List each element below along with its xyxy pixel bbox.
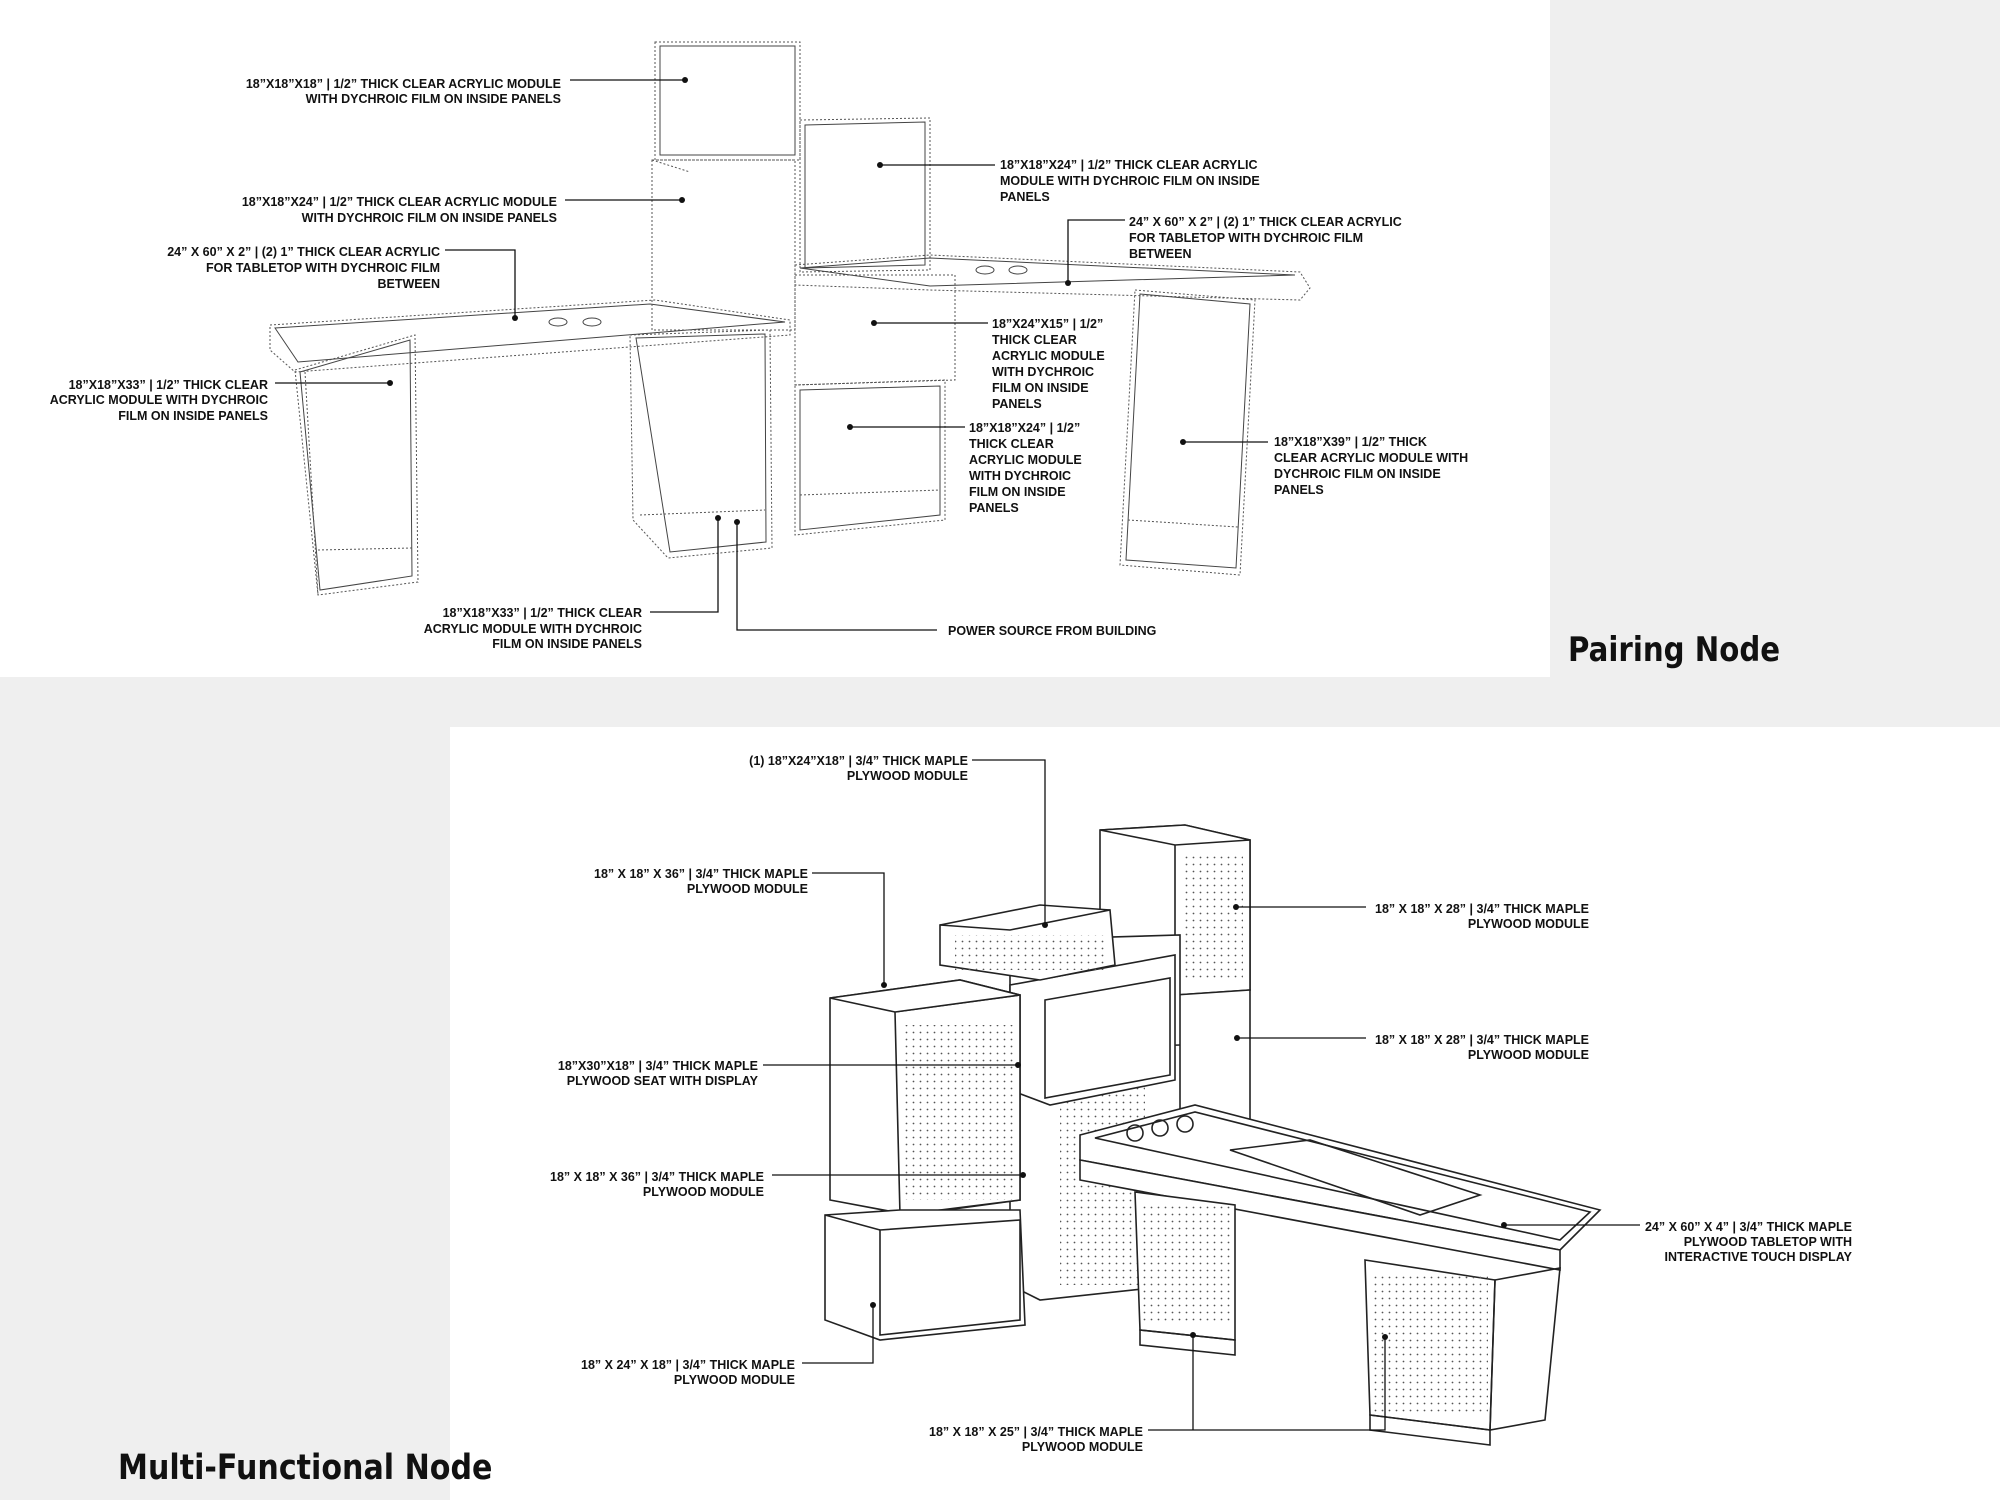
- label-p2: 18”X18”X24” | 1/2” THICK CLEAR ACRYLIC M…: [242, 195, 557, 225]
- label-p8: 24” X 60” X 2” | (2) 1” THICK CLEAR ACRY…: [1129, 215, 1402, 261]
- acrylic-module-left-leg: [294, 334, 419, 596]
- acrylic-module-center-tall: [629, 41, 801, 559]
- acrylic-tabletop-left: [269, 299, 791, 373]
- multi-functional-node-title: Multi-Functional Node: [118, 1448, 493, 1488]
- pairing-node-panel: [0, 0, 1550, 677]
- acrylic-tabletop-right: [794, 254, 1311, 301]
- pairing-node-title: Pairing Node: [1568, 630, 1781, 670]
- label-p1: 18”X18”X18” | 1/2” THICK CLEAR ACRYLIC M…: [246, 77, 561, 106]
- pairing-node-drawing: [269, 41, 1311, 596]
- plywood-module-floating-box: [939, 904, 1116, 981]
- acrylic-module-center-stack: [794, 117, 956, 536]
- multi-functional-node-drawing: [824, 824, 1602, 1446]
- plywood-table-front: [1079, 1104, 1602, 1446]
- plywood-seat-with-display: [1009, 954, 1176, 1106]
- plywood-module-left-bottom: [824, 1209, 1026, 1341]
- multi-leader-lines: [763, 759, 1640, 1431]
- pairing-labels: 18”X18”X18” | 1/2” THICK CLEAR ACRYLIC M…: [50, 77, 1468, 651]
- label-p3: 24” X 60” X 2” | (2) 1” THICK CLEAR ACRY…: [167, 245, 440, 291]
- acrylic-module-right-leg: [1119, 289, 1256, 576]
- label-p6: POWER SOURCE FROM BUILDING: [948, 624, 1156, 638]
- plywood-module-left-tall: [829, 979, 1021, 1216]
- pairing-leader-lines: [275, 77, 1268, 631]
